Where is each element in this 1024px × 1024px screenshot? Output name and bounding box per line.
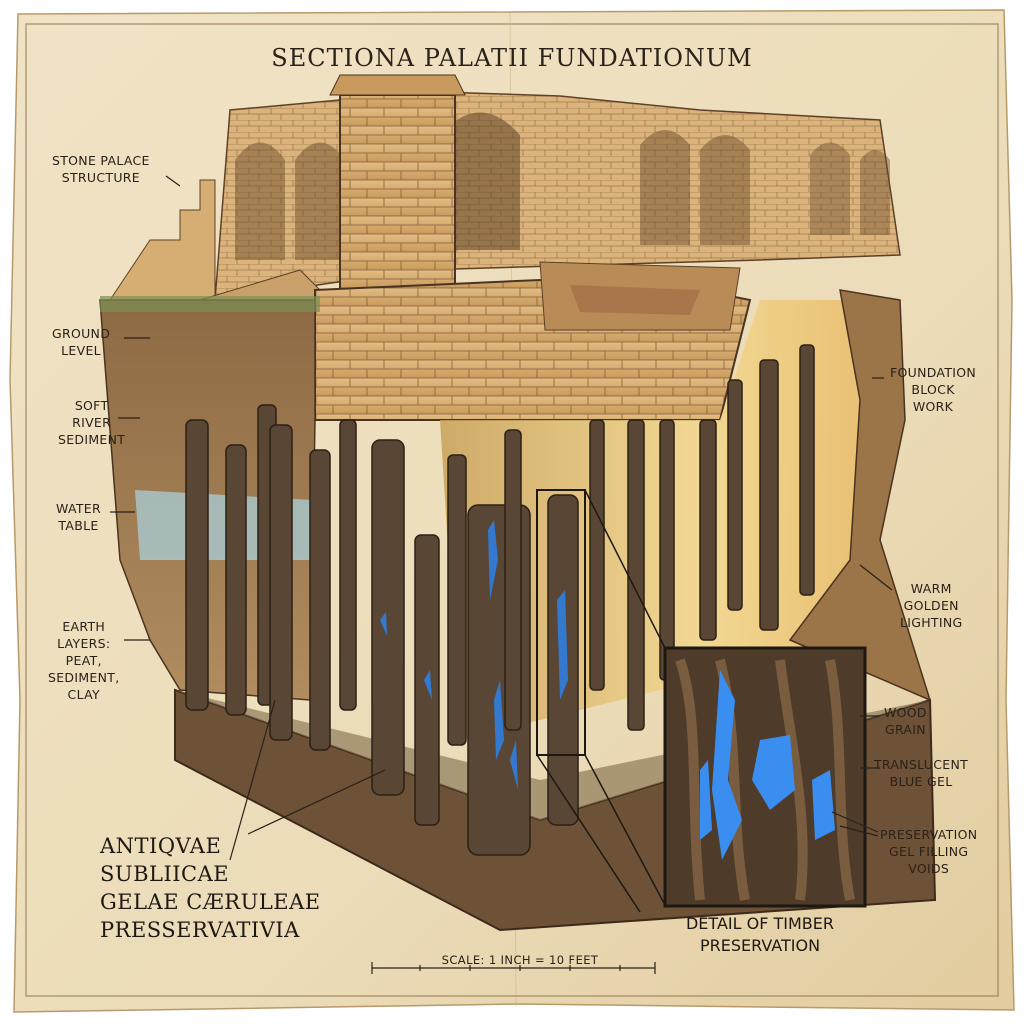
label-wood-grain: WOOD GRAIN [884,705,927,737]
scale-bar [371,962,656,974]
label-soft-river-sediment: SOFT RIVER SEDIMENT [58,398,126,447]
label-water-table: WATER TABLE [56,501,101,533]
label-preservation-gel: PRESERVATION GEL FILLING VOIDS [880,827,978,876]
latin-caption: ANTIQVAE SUBLIICAE GELAE CÆRULEAE PRESSE… [100,834,321,942]
detail-inset [536,489,867,913]
label-translucent-gel: TRANSLUCENT BLUE GEL [874,757,969,789]
detail-caption: DETAIL OF TIMBER PRESERVATION [685,914,834,955]
label-warm-lighting: WARM GOLDEN LIGHTING [900,581,963,630]
blue-gel-voids [380,520,568,790]
scale-text: SCALE: 1 INCH = 10 FEET [441,953,599,967]
label-ground-level: GROUND LEVEL [52,326,111,358]
label-stone-palace: STONE PALACE STRUCTURE [52,153,150,185]
label-earth-layers: EARTH LAYERS: PEAT, SEDIMENT, CLAY [48,619,120,702]
diagram-title: SECTIONA PALATII FUNDATIONUM [271,44,753,72]
palace-structure [109,74,901,421]
leader-lines [110,175,893,861]
label-foundation-block: FOUNDATION BLOCK WORK [890,365,977,414]
border-frame [25,23,999,997]
rock-wall [788,289,932,702]
